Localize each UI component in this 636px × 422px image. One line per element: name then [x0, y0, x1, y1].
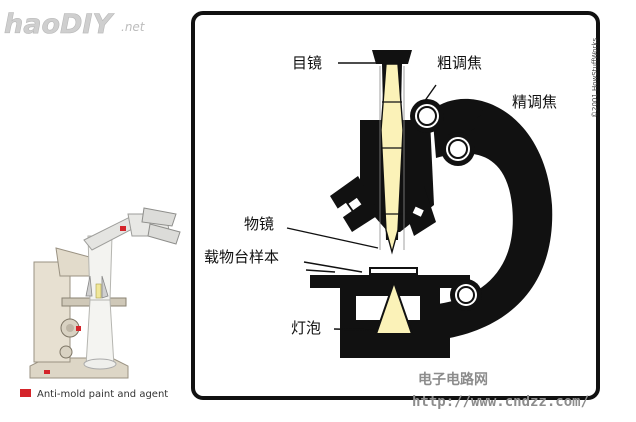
fine-focus-knob — [441, 132, 475, 166]
label-eyepiece: 目镜 — [292, 54, 322, 72]
objective-left — [330, 176, 380, 232]
watermark-url: http://www.cndzz.com/ — [412, 394, 589, 410]
specimen-slide — [369, 267, 418, 275]
microscope-stage — [310, 275, 470, 288]
watermark-title: 电子电路网 — [418, 371, 488, 388]
inset-legend-text: Anti-mold paint and agent — [37, 389, 168, 400]
site-logo-suffix: .net — [121, 20, 146, 34]
copyright-text: ©2001 HowStuffWorks — [591, 38, 599, 118]
label-fine-focus: 精调焦 — [512, 93, 557, 111]
site-logo-text: haoDIY — [4, 9, 114, 40]
coarse-focus-knob — [410, 99, 444, 133]
microscope-arm — [432, 98, 553, 340]
label-coarse-focus: 粗调焦 — [437, 54, 482, 72]
label-lamp: 灯泡 — [291, 319, 321, 337]
site-logo: haoDIY .net — [4, 9, 146, 41]
objective-right — [404, 186, 436, 236]
inset-microscope-illustration — [29, 207, 181, 379]
label-objective: 物镜 — [244, 215, 274, 233]
microscope — [310, 50, 553, 358]
leader-lines — [286, 62, 483, 331]
stage-knob — [450, 279, 482, 311]
label-stage-specimen: 载物台样本 — [204, 248, 279, 266]
inset-legend-swatch — [20, 389, 31, 397]
lamp-light — [374, 278, 414, 335]
optical-path — [380, 63, 404, 255]
